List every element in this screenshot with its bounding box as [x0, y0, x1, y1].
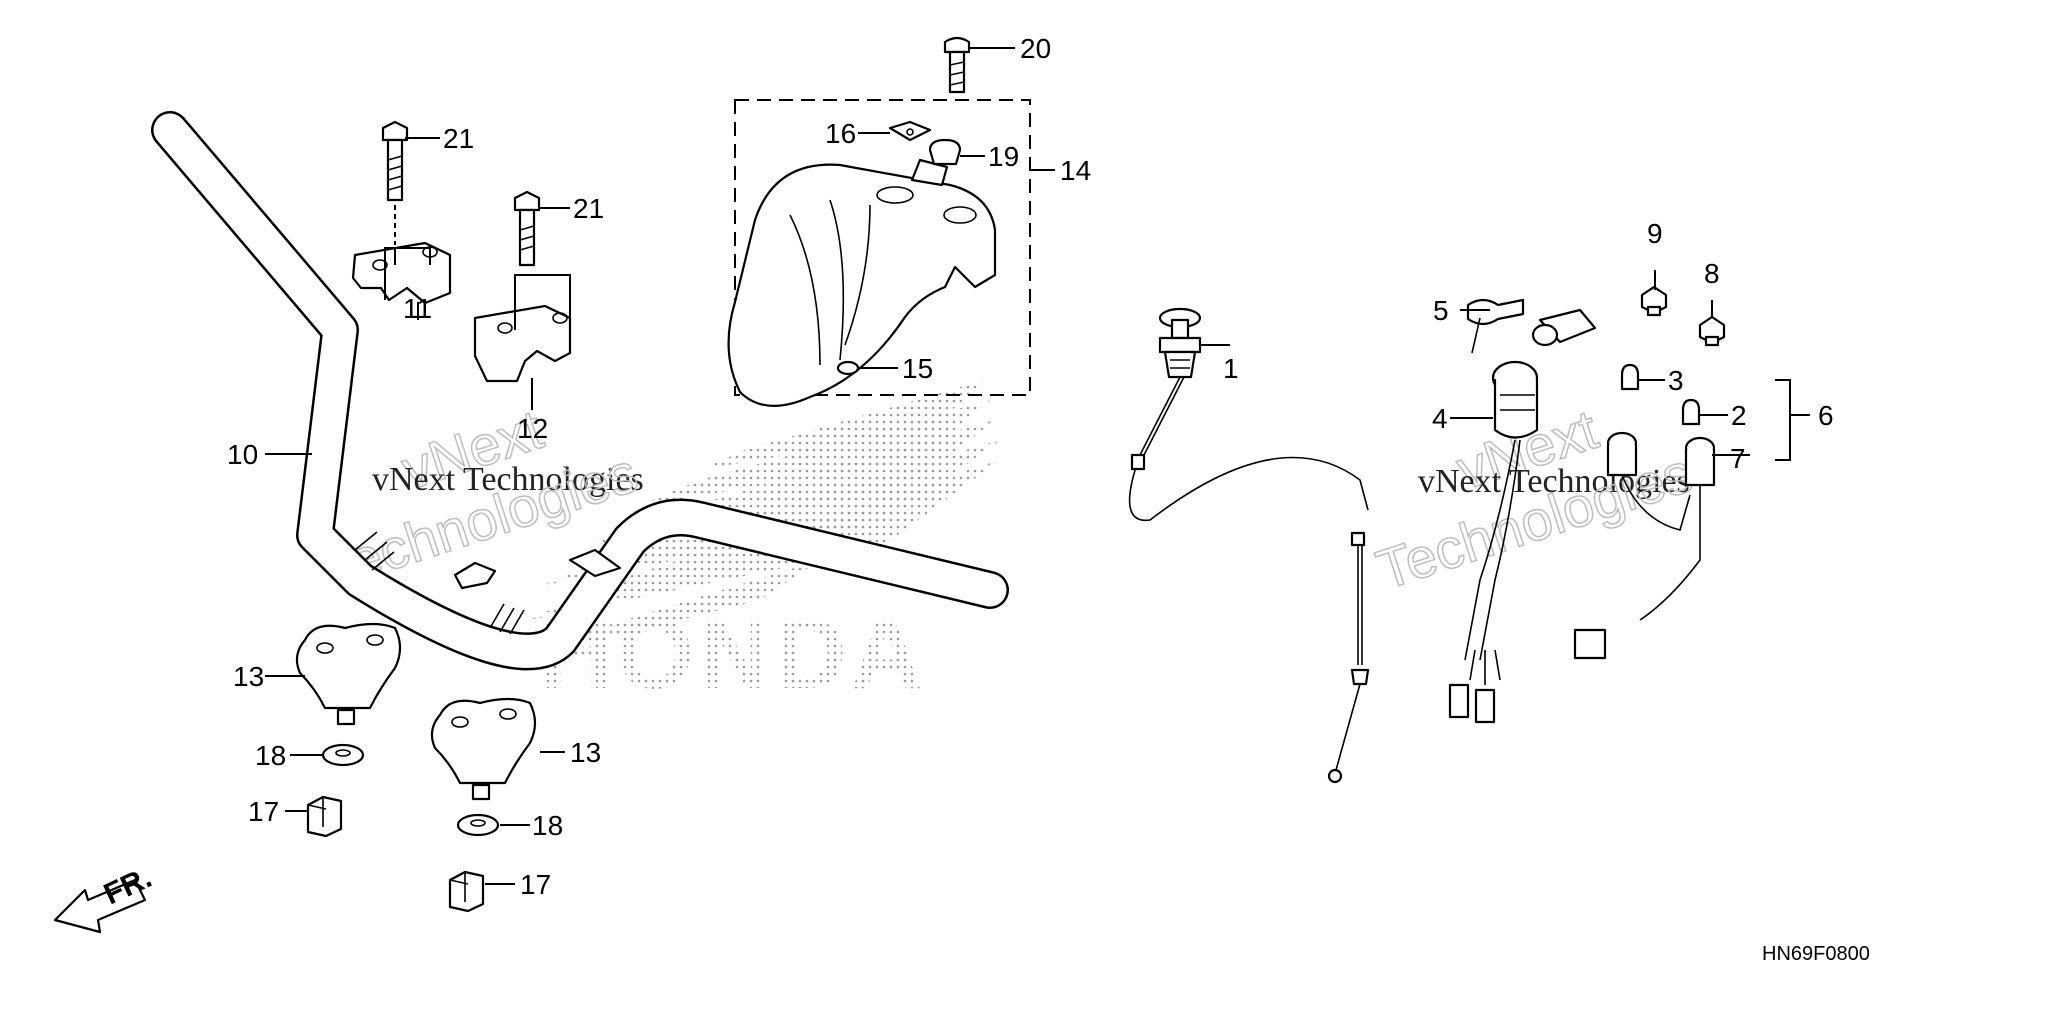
upper-holder-11: [351, 241, 452, 305]
callout-20: 20: [1020, 33, 1051, 64]
callout-labels: 20 21 21 16 19 14 15 11 12 10 13 13 18 1…: [227, 33, 1834, 900]
callout-1: 1: [1223, 353, 1239, 384]
handlebar-cover: [727, 158, 997, 407]
bolt-21-right: [513, 190, 541, 267]
bulb-3: [1620, 363, 1640, 391]
handlebar: [151, 111, 1009, 671]
callout-4: 4: [1432, 403, 1448, 434]
callout-7: 7: [1730, 443, 1746, 474]
part-code: HN69F0800: [1762, 943, 1870, 965]
bulb-2: [1681, 398, 1701, 426]
nut-17-left: [306, 795, 343, 838]
callout-6: 6: [1818, 400, 1834, 431]
ignition-switch: [1448, 308, 1597, 724]
callout-11: 11: [403, 293, 432, 324]
callout-15: 15: [902, 353, 933, 384]
callout-5: 5: [1433, 295, 1449, 326]
callout-13-right: 13: [570, 737, 601, 768]
callout-18-left: 18: [255, 740, 286, 771]
callout-2: 2: [1731, 400, 1747, 431]
choke-cable: [1128, 307, 1370, 784]
callout-8: 8: [1704, 258, 1720, 289]
watermark-line-left: vNext Technologies: [372, 461, 644, 498]
lower-holder-13-right: [430, 697, 537, 801]
grommet-19: [928, 138, 962, 166]
indicator-lamp: [1573, 431, 1716, 660]
socket-9: [1640, 285, 1668, 317]
front-arrow-icon: FR.: [53, 861, 157, 934]
honda-logo-text: HONDA: [540, 598, 927, 710]
callout-17-left: 17: [248, 796, 279, 827]
callout-12: 12: [517, 413, 548, 444]
clip-15: [836, 360, 860, 376]
callout-21-right: 21: [573, 193, 604, 224]
bolt-20: [943, 36, 971, 94]
callout-19: 19: [988, 141, 1019, 172]
bolt-21-left: [381, 120, 409, 245]
callout-9: 9: [1647, 218, 1663, 249]
washer-18-left: [321, 743, 365, 767]
lower-holder-13-left: [295, 622, 402, 726]
clip-16: [888, 120, 932, 142]
washer-18-right: [456, 813, 500, 837]
callout-13-left: 13: [233, 661, 264, 692]
callout-18-right: 18: [532, 810, 563, 841]
nut-17-right: [448, 870, 485, 913]
callout-3: 3: [1668, 365, 1684, 396]
key-5: [1466, 298, 1525, 354]
callout-17-right: 17: [520, 869, 551, 900]
watermark-line-right: vNext Technologies: [1418, 463, 1690, 500]
socket-8: [1698, 315, 1726, 347]
callout-16: 16: [825, 118, 856, 149]
leader-lines: [265, 47, 1810, 885]
callout-10: 10: [227, 439, 258, 470]
callout-14: 14: [1060, 155, 1091, 186]
upper-holder-12: [473, 304, 572, 383]
callout-21-left: 21: [443, 123, 474, 154]
